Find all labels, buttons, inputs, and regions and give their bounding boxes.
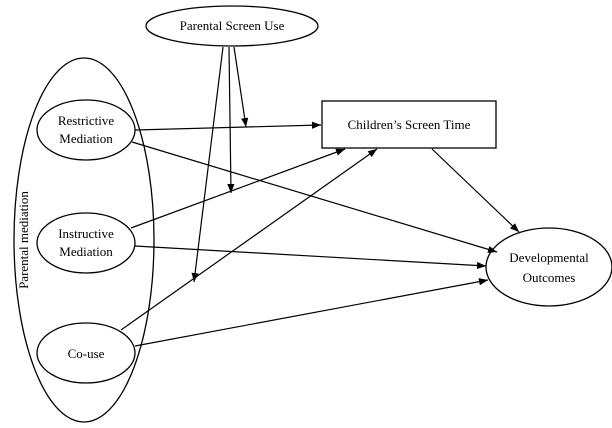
- node-childrens-screen-time: [321, 100, 497, 149]
- arrow-restrictive-to-screen-time: [134, 121, 322, 131]
- restrictive-mediation-label-line1: Restrictive: [58, 113, 115, 128]
- arrow-restrictive-to-outcomes: [131, 141, 498, 253]
- parental-screen-use-label: Parental Screen Use: [180, 18, 285, 33]
- childrens-screen-time-label: Children’s Screen Time: [348, 117, 471, 132]
- node-parental-screen-use: [145, 5, 319, 47]
- co-use-label: Co-use: [68, 346, 105, 361]
- node-instructive-mediation: [36, 212, 136, 274]
- arrow-screen-time-to-outcomes: [431, 148, 520, 233]
- arrow-co-use-to-screen-time: [120, 148, 378, 331]
- restrictive-mediation-label-line2: Mediation: [59, 131, 113, 146]
- instructive-mediation-label-line2: Mediation: [59, 244, 113, 259]
- developmental-outcomes-label-line2: Outcomes: [523, 270, 576, 285]
- node-restrictive-mediation: [36, 99, 136, 161]
- parental-mediation-label: Parental mediation: [16, 191, 31, 289]
- node-co-use: [36, 322, 136, 384]
- arrow-parental-use-to-instructive-path: [227, 46, 235, 194]
- arrow-parental-use-to-co-use-path: [191, 46, 224, 283]
- arrow-instructive-to-screen-time: [130, 148, 346, 229]
- node-developmental-outcomes: [485, 227, 612, 307]
- developmental-outcomes-label-line1: Developmental: [509, 250, 589, 265]
- arrow-co-use-to-outcomes: [134, 278, 489, 347]
- arrow-instructive-to-outcomes: [134, 245, 487, 270]
- arrow-parental-use-to-restrictive-path: [233, 46, 249, 128]
- instructive-mediation-label-line1: Instructive: [58, 226, 114, 241]
